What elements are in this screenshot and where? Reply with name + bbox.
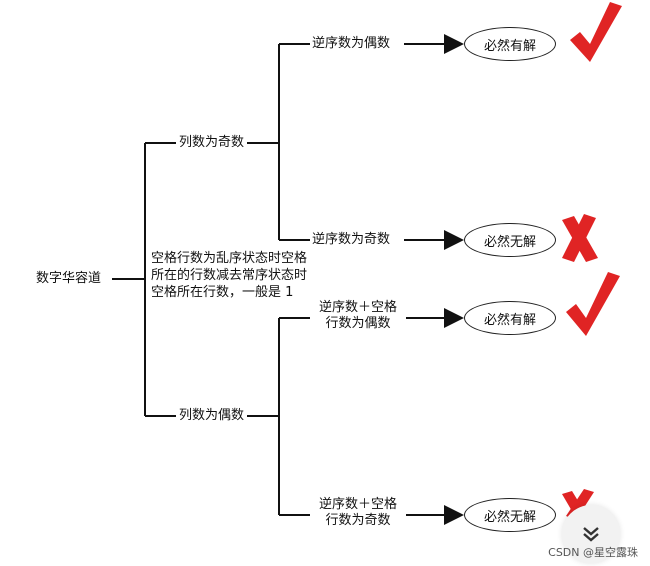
leaf-inversion-odd: 逆序数为奇数 bbox=[312, 232, 391, 248]
row-difference-note: 空格行数为乱序状态时空格 所在的行数减去常序状态时 空格所在行数，一般是 1 bbox=[151, 251, 308, 300]
result-solvable-2: 必然有解 bbox=[464, 301, 556, 335]
leaf-inversion-even: 逆序数为偶数 bbox=[312, 36, 391, 52]
leaf-sum-even: 逆序数＋空格 行数为偶数 bbox=[310, 300, 406, 332]
check-icon bbox=[570, 2, 622, 62]
odd-columns-label: 列数为奇数 bbox=[176, 135, 248, 151]
chevron-down-icon bbox=[583, 527, 599, 542]
even-columns-label: 列数为偶数 bbox=[176, 408, 248, 424]
result-solvable-1: 必然有解 bbox=[464, 27, 556, 61]
result-unsolvable-2: 必然无解 bbox=[464, 498, 556, 532]
watermark: CSDN @星空露珠 bbox=[548, 546, 638, 559]
root-label: 数字华容道 bbox=[36, 271, 102, 287]
check-icon bbox=[566, 272, 620, 336]
result-unsolvable-1: 必然无解 bbox=[464, 223, 556, 257]
leaf-sum-odd: 逆序数＋空格 行数为奇数 bbox=[310, 497, 406, 529]
scroll-down-button[interactable] bbox=[562, 505, 620, 563]
cross-icon bbox=[562, 214, 598, 262]
